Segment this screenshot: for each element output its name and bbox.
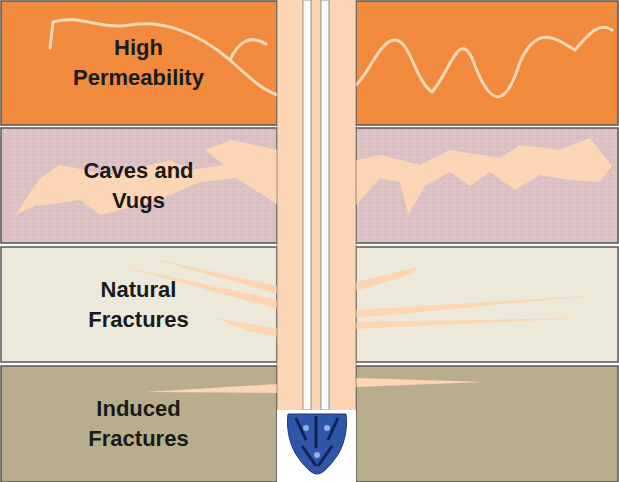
band-label: Caves and Vugs (69, 156, 209, 216)
strata-band: Induced Fractures (0, 365, 277, 482)
strata-band: Natural Fractures (0, 246, 277, 364)
drill-bit (288, 414, 347, 474)
band-label: Natural Fractures (64, 275, 214, 335)
strata-band: Caves and Vugs (0, 127, 277, 245)
band-label: Induced Fractures (64, 394, 214, 454)
band-label: High Permeability (53, 33, 225, 93)
strata-band: High Permeability (0, 0, 277, 126)
